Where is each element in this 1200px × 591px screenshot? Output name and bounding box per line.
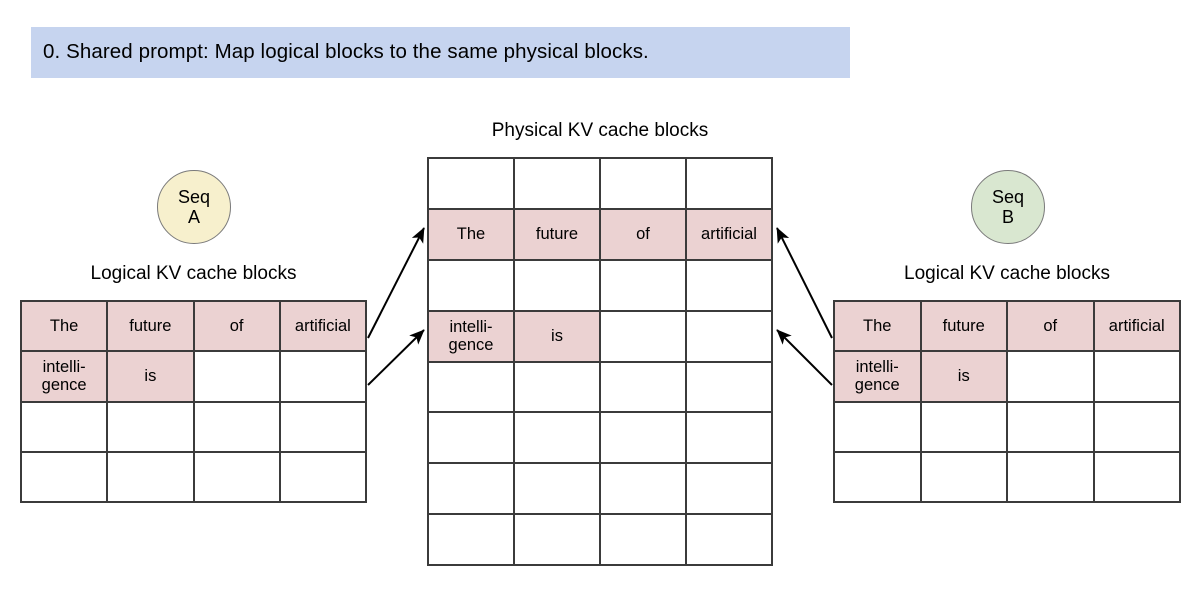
kv-cell-empty (687, 159, 773, 210)
kv-cell-token: The (22, 302, 109, 353)
kv-cell-empty (194, 402, 281, 453)
seq-b-label-line2: B (1001, 207, 1014, 227)
kv-cell-token: The (835, 302, 922, 353)
kv-cell-empty (1008, 452, 1095, 503)
kv-cell-empty (601, 159, 687, 210)
kv-cell-token: is (108, 352, 195, 403)
arrow-right-row1-to-physical-row2 (776, 227, 833, 339)
kv-cell-empty (194, 352, 281, 403)
kv-cell-empty (601, 362, 687, 414)
kv-cell-empty (1094, 402, 1181, 453)
kv-cell-empty (515, 413, 601, 465)
kv-cell-empty (921, 402, 1008, 453)
kv-cell-empty (1094, 352, 1181, 403)
kv-cell-empty (22, 402, 109, 453)
kv-cell-token: is (921, 352, 1008, 403)
seq-a-label-line2: A (187, 207, 200, 227)
kv-cell-empty (687, 413, 773, 465)
kv-cell-token: intelli-gence (429, 311, 515, 363)
kv-cell-empty (280, 402, 367, 453)
kv-cell-token: future (921, 302, 1008, 353)
kv-cell-empty (1094, 452, 1181, 503)
arrow-left-row2-to-physical-row4 (367, 329, 425, 386)
seq-b-label-line1: Seq (991, 186, 1025, 207)
kv-cell-empty (921, 452, 1008, 503)
seq-a-badge: Seq A (157, 170, 231, 244)
kv-cell-token: intelli-gence (835, 352, 922, 403)
kv-cell-empty (108, 452, 195, 503)
logical-blocks-title-right: Logical KV cache blocks (904, 263, 1110, 284)
kv-cell-token: is (515, 311, 601, 363)
kv-cell-token: intelli-gence (22, 352, 109, 403)
kv-cell-empty (601, 311, 687, 363)
kv-cell-empty (687, 311, 773, 363)
kv-cell-token: The (429, 209, 515, 261)
arrow-left-row1-to-physical-row2 (367, 227, 425, 339)
kv-cell-empty (22, 452, 109, 503)
kv-cell-empty (835, 452, 922, 503)
seq-a-label-line1: Seq (177, 186, 211, 207)
kv-cell-empty (515, 464, 601, 516)
kv-cell-empty (687, 260, 773, 312)
kv-cell-empty (429, 413, 515, 465)
shared-prompt-banner: 0. Shared prompt: Map logical blocks to … (31, 27, 850, 78)
kv-cell-empty (280, 352, 367, 403)
kv-cell-token: artificial (687, 209, 773, 261)
kv-cell-empty (515, 362, 601, 414)
kv-cell-token: future (108, 302, 195, 353)
kv-cell-empty (1008, 402, 1095, 453)
kv-cell-empty (601, 260, 687, 312)
kv-cell-empty (429, 515, 515, 566)
kv-cell-empty (1008, 352, 1095, 403)
kv-cell-empty (429, 464, 515, 516)
kv-cell-empty (515, 515, 601, 566)
kv-cell-empty (601, 413, 687, 465)
shared-prompt-text: 0. Shared prompt: Map logical blocks to … (43, 40, 649, 64)
physical-blocks-title: Physical KV cache blocks (491, 120, 709, 141)
kv-cell-token: artificial (1094, 302, 1181, 353)
kv-cell-empty (194, 452, 281, 503)
arrow-right-row2-to-physical-row4 (776, 329, 833, 386)
kv-cell-token: future (515, 209, 601, 261)
kv-cell-empty (687, 515, 773, 566)
kv-cell-empty (835, 402, 922, 453)
kv-cell-empty (687, 464, 773, 516)
kv-cell-empty (515, 159, 601, 210)
kv-cell-empty (108, 402, 195, 453)
kv-cell-empty (429, 260, 515, 312)
seq-b-badge: Seq B (971, 170, 1045, 244)
kv-cell-empty (280, 452, 367, 503)
logical-blocks-title-left: Logical KV cache blocks (90, 263, 297, 284)
kv-cell-token: of (1008, 302, 1095, 353)
kv-cell-token: artificial (280, 302, 367, 353)
kv-cell-empty (515, 260, 601, 312)
kv-cell-empty (429, 362, 515, 414)
kv-cell-token: of (601, 209, 687, 261)
kv-cell-empty (601, 464, 687, 516)
kv-cell-empty (429, 159, 515, 210)
kv-cell-token: of (194, 302, 281, 353)
kv-cell-empty (601, 515, 687, 566)
kv-cell-empty (687, 362, 773, 414)
